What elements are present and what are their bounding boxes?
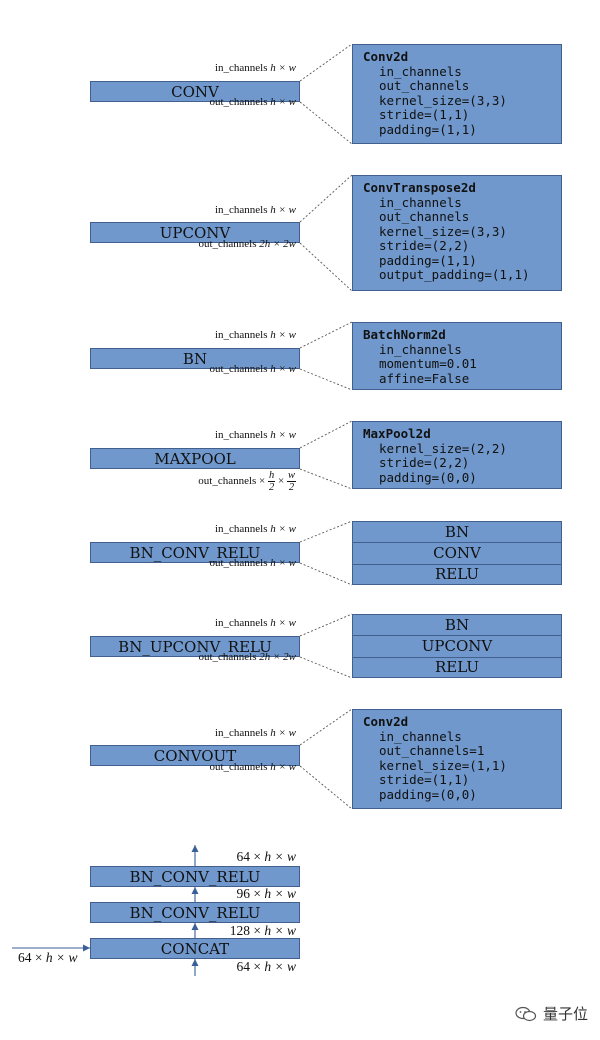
bn-upconv-relu-connector-top [299,613,353,637]
maxpool-input-shape: in_channels h × w [214,429,296,441]
bn-upconv-relu-block: BN_UPCONV_RELU [90,636,300,657]
arrow-head-icon [191,923,199,930]
bn-connector-top [299,321,353,349]
convout-detail-line: padding=(0,0) [379,786,477,802]
convout-detail-header: Conv2d [363,714,409,729]
upconv-output-shape: out_channels 2h × 2w [198,238,296,250]
upconv-detail-line: kernel_size=(3,3) [379,223,507,239]
bn-conv-relu-detail-bn: BN [352,521,562,544]
bn-conv-relu-detail-conv: CONV [352,542,562,565]
upconv-input-shape: in_channels h × w [214,204,296,216]
pipeline-shape-label: 128 × h × w [229,923,296,938]
arrow-head-icon [191,887,199,894]
pipeline-shape-label: 64 × h × w [236,959,297,974]
upconv-connector-bottom [299,242,353,292]
conv-detail-line: in_channels [379,63,462,79]
pipeline-block-bn-conv-relu: BN_CONV_RELU [90,902,300,923]
bn-output-shape: out_channels h × w [209,363,296,375]
pipeline-shape-label: 64 × h × w [236,849,297,864]
conv-detail-line: padding=(1,1) [379,121,477,137]
convout-block: CONVOUT [90,745,300,766]
convout-input-shape: in_channels h × w [214,727,296,739]
upconv-detail-line: out_channels [379,209,470,224]
convout-detail-line: out_channels=1 [379,743,485,758]
upconv-detail-line: in_channels [379,194,462,210]
bn-block: BN [90,348,300,369]
bn-conv-relu-connector-bottom [299,562,353,586]
bn-conv-relu-input-shape: in_channels h × w [214,523,296,535]
arrow-head-icon [83,944,90,952]
conv-connector-top [299,43,353,82]
bn-upconv-relu-detail-relu: RELU [352,656,562,678]
bn-conv-relu-block: BN_CONV_RELU [90,542,300,563]
conv-block: CONV [90,81,300,102]
bn-upconv-relu-output-shape: out_channels 2h × 2w [198,651,296,663]
bn-upconv-relu-input-shape: in_channels h × w [214,617,296,629]
conv-detail-header: Conv2d [363,49,409,64]
upconv-detail-line: stride=(2,2) [379,238,470,253]
conv-detail-line: out_channels [379,78,470,93]
convout-detail-line: kernel_size=(1,1) [379,757,507,773]
arrow-head-icon [191,845,199,852]
bn-upconv-relu-detail-bn: BN [352,614,562,637]
arrow-head-icon [191,959,199,966]
maxpool-detail-line: stride=(2,2) [379,455,470,470]
convout-detail-line: stride=(1,1) [379,772,470,787]
convout-detail-line: in_channels [379,728,462,744]
convout-output-shape: out_channels h × w [209,761,296,773]
bn-detail-line: affine=False [379,370,470,386]
bn-upconv-relu-connector-bottom [299,656,353,679]
pipeline-block-concat: CONCAT [90,938,300,959]
conv-input-shape: in_channels h × w [214,62,296,74]
maxpool-detail-line: kernel_size=(2,2) [379,440,507,456]
bn-detail-header: BatchNorm2d [363,327,446,342]
pipeline-block-bn-conv-relu: BN_CONV_RELU [90,866,300,887]
convout-connector-bottom [299,765,353,810]
pipeline-shape-label: 96 × h × w [236,886,297,901]
upconv-detail-header: ConvTranspose2d [363,180,476,195]
maxpool-block: MAXPOOL [90,448,300,469]
maxpool-connector-top [299,420,353,449]
bn-connector-bottom [299,368,353,391]
maxpool-detail-header: MaxPool2d [363,426,431,441]
bn-upconv-relu-detail-upconv: UPCONV [352,635,562,658]
maxpool-connector-bottom [299,468,353,490]
watermark: 量子位 [515,1003,588,1024]
upconv-block: UPCONV [90,222,300,243]
convout-connector-top [299,708,353,746]
bn-conv-relu-output-shape: out_channels h × w [209,557,296,569]
conv-connector-bottom [299,101,353,145]
upconv-detail-line: padding=(1,1) [379,252,477,268]
bn-detail-line: momentum=0.01 [379,356,477,371]
wechat-icon [515,1006,537,1021]
pipeline-side-input-label: 64 × h × w [18,950,78,965]
conv-output-shape: out_channels h × w [209,96,296,108]
bn-conv-relu-detail-relu: RELU [352,563,562,585]
bn-detail-line: in_channels [379,341,462,357]
conv-detail-line: stride=(1,1) [379,107,470,122]
bn-input-shape: in_channels h × w [214,329,296,341]
maxpool-detail-line: padding=(0,0) [379,469,477,485]
upconv-connector-top [299,174,353,223]
conv-detail-line: kernel_size=(3,3) [379,92,507,108]
watermark-text: 量子位 [542,1005,588,1023]
bn-conv-relu-connector-top [299,520,353,543]
upconv-detail-line: output_padding=(1,1) [379,267,530,282]
